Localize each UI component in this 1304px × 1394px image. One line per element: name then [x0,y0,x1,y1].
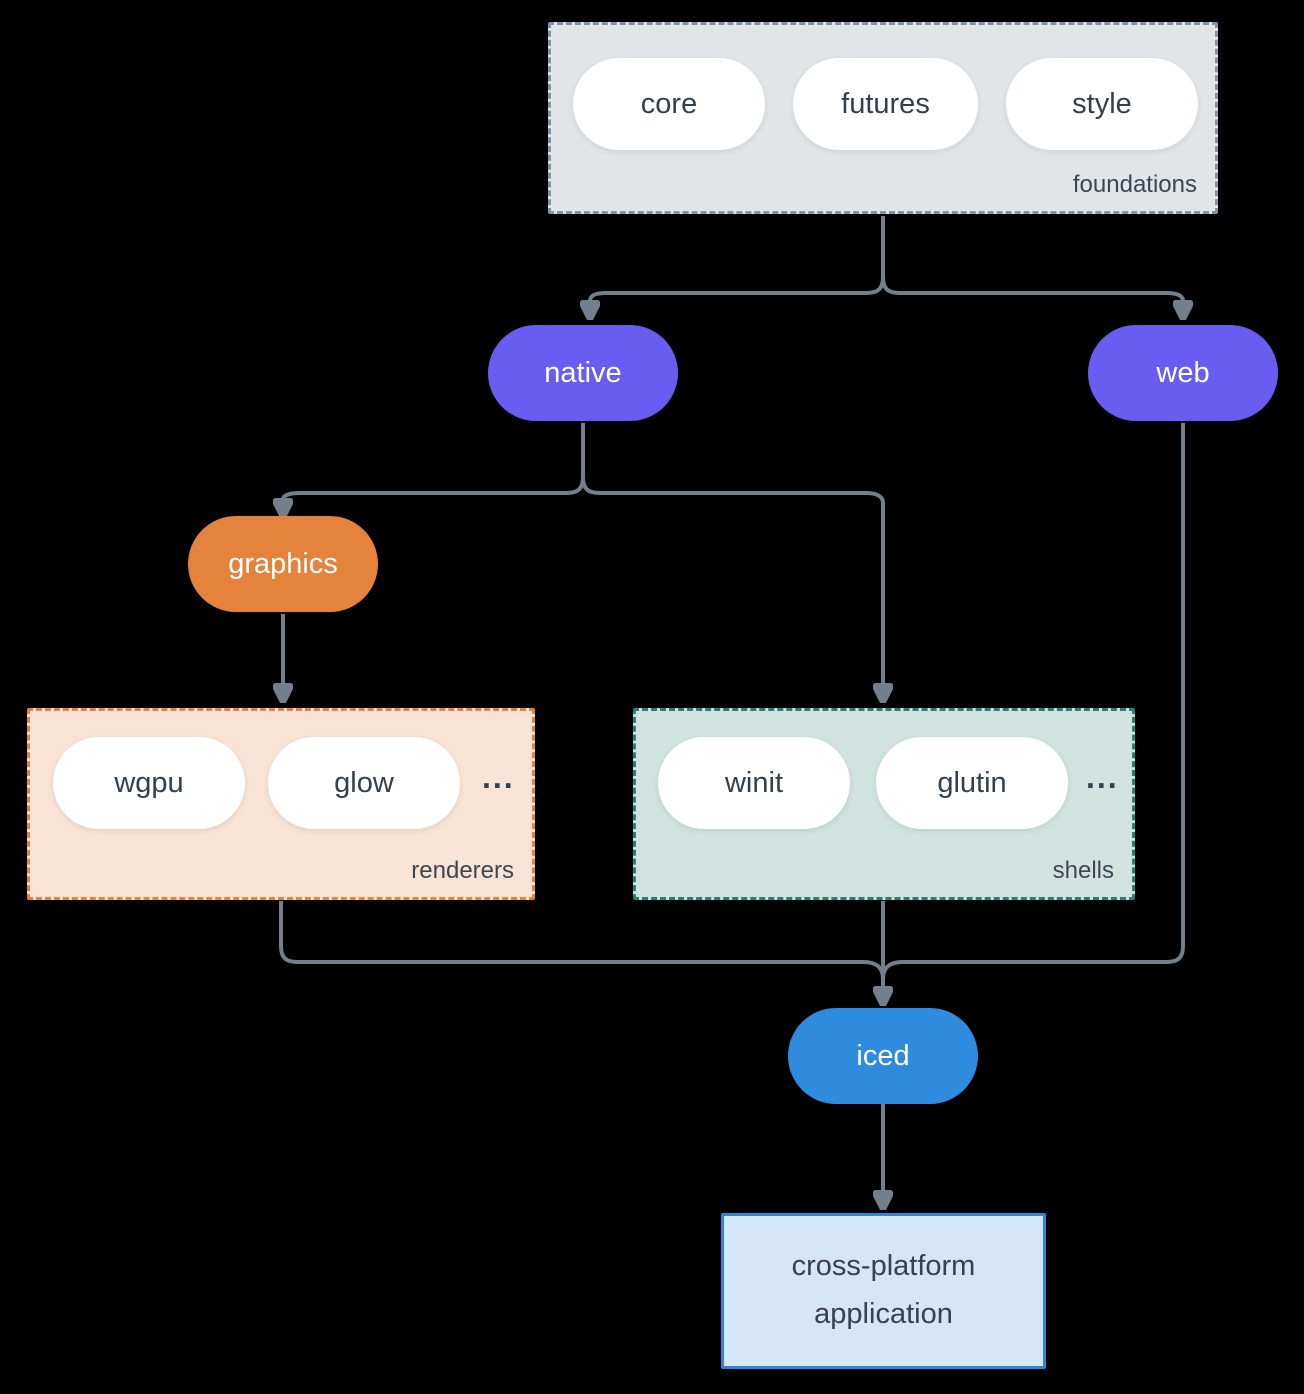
edge-foundations-web [881,276,1183,301]
node-iced: iced [788,1008,978,1104]
group-foundations: core futures style foundations [548,22,1218,214]
node-glutin-label: glutin [937,766,1007,799]
node-winit-label: winit [724,766,783,799]
node-native-label: native [544,356,622,389]
node-core: core [573,58,765,150]
group-renderers: wgpu glow ... renderers [27,708,535,900]
edge-native-graphics [283,476,585,499]
node-graphics: graphics [188,516,378,612]
node-wgpu: wgpu [53,737,245,829]
node-application: cross-platform application [721,1213,1046,1369]
node-web-label: web [1156,356,1210,389]
renderers-ellipsis-label: ... [482,759,515,795]
group-renderers-label: renderers [411,857,514,884]
node-style: style [1006,58,1198,150]
node-style-label: style [1072,87,1132,120]
edge-renderers-merge [279,901,885,980]
group-shells: winit glutin ... shells [633,708,1135,900]
group-foundations-label: foundations [1072,171,1197,198]
node-graphics-label: graphics [228,547,338,580]
node-application-label: cross-platform application [791,1250,976,1330]
node-web: web [1088,325,1278,421]
shells-ellipsis-label: ... [1086,759,1119,795]
node-glutin: glutin [876,737,1068,829]
edge-web-merge [881,423,1185,980]
edge-native-shells [581,476,883,684]
node-wgpu-label: wgpu [114,766,184,799]
group-shells-label: shells [1052,857,1114,884]
node-native: native [488,325,678,421]
node-futures-label: futures [841,87,930,120]
node-futures: futures [793,58,978,150]
edge-foundations-native [590,276,885,301]
node-glow: glow [268,737,460,829]
node-iced-label: iced [856,1039,910,1072]
node-core-label: core [640,87,698,120]
node-winit: winit [658,737,850,829]
node-glow-label: glow [334,766,394,799]
